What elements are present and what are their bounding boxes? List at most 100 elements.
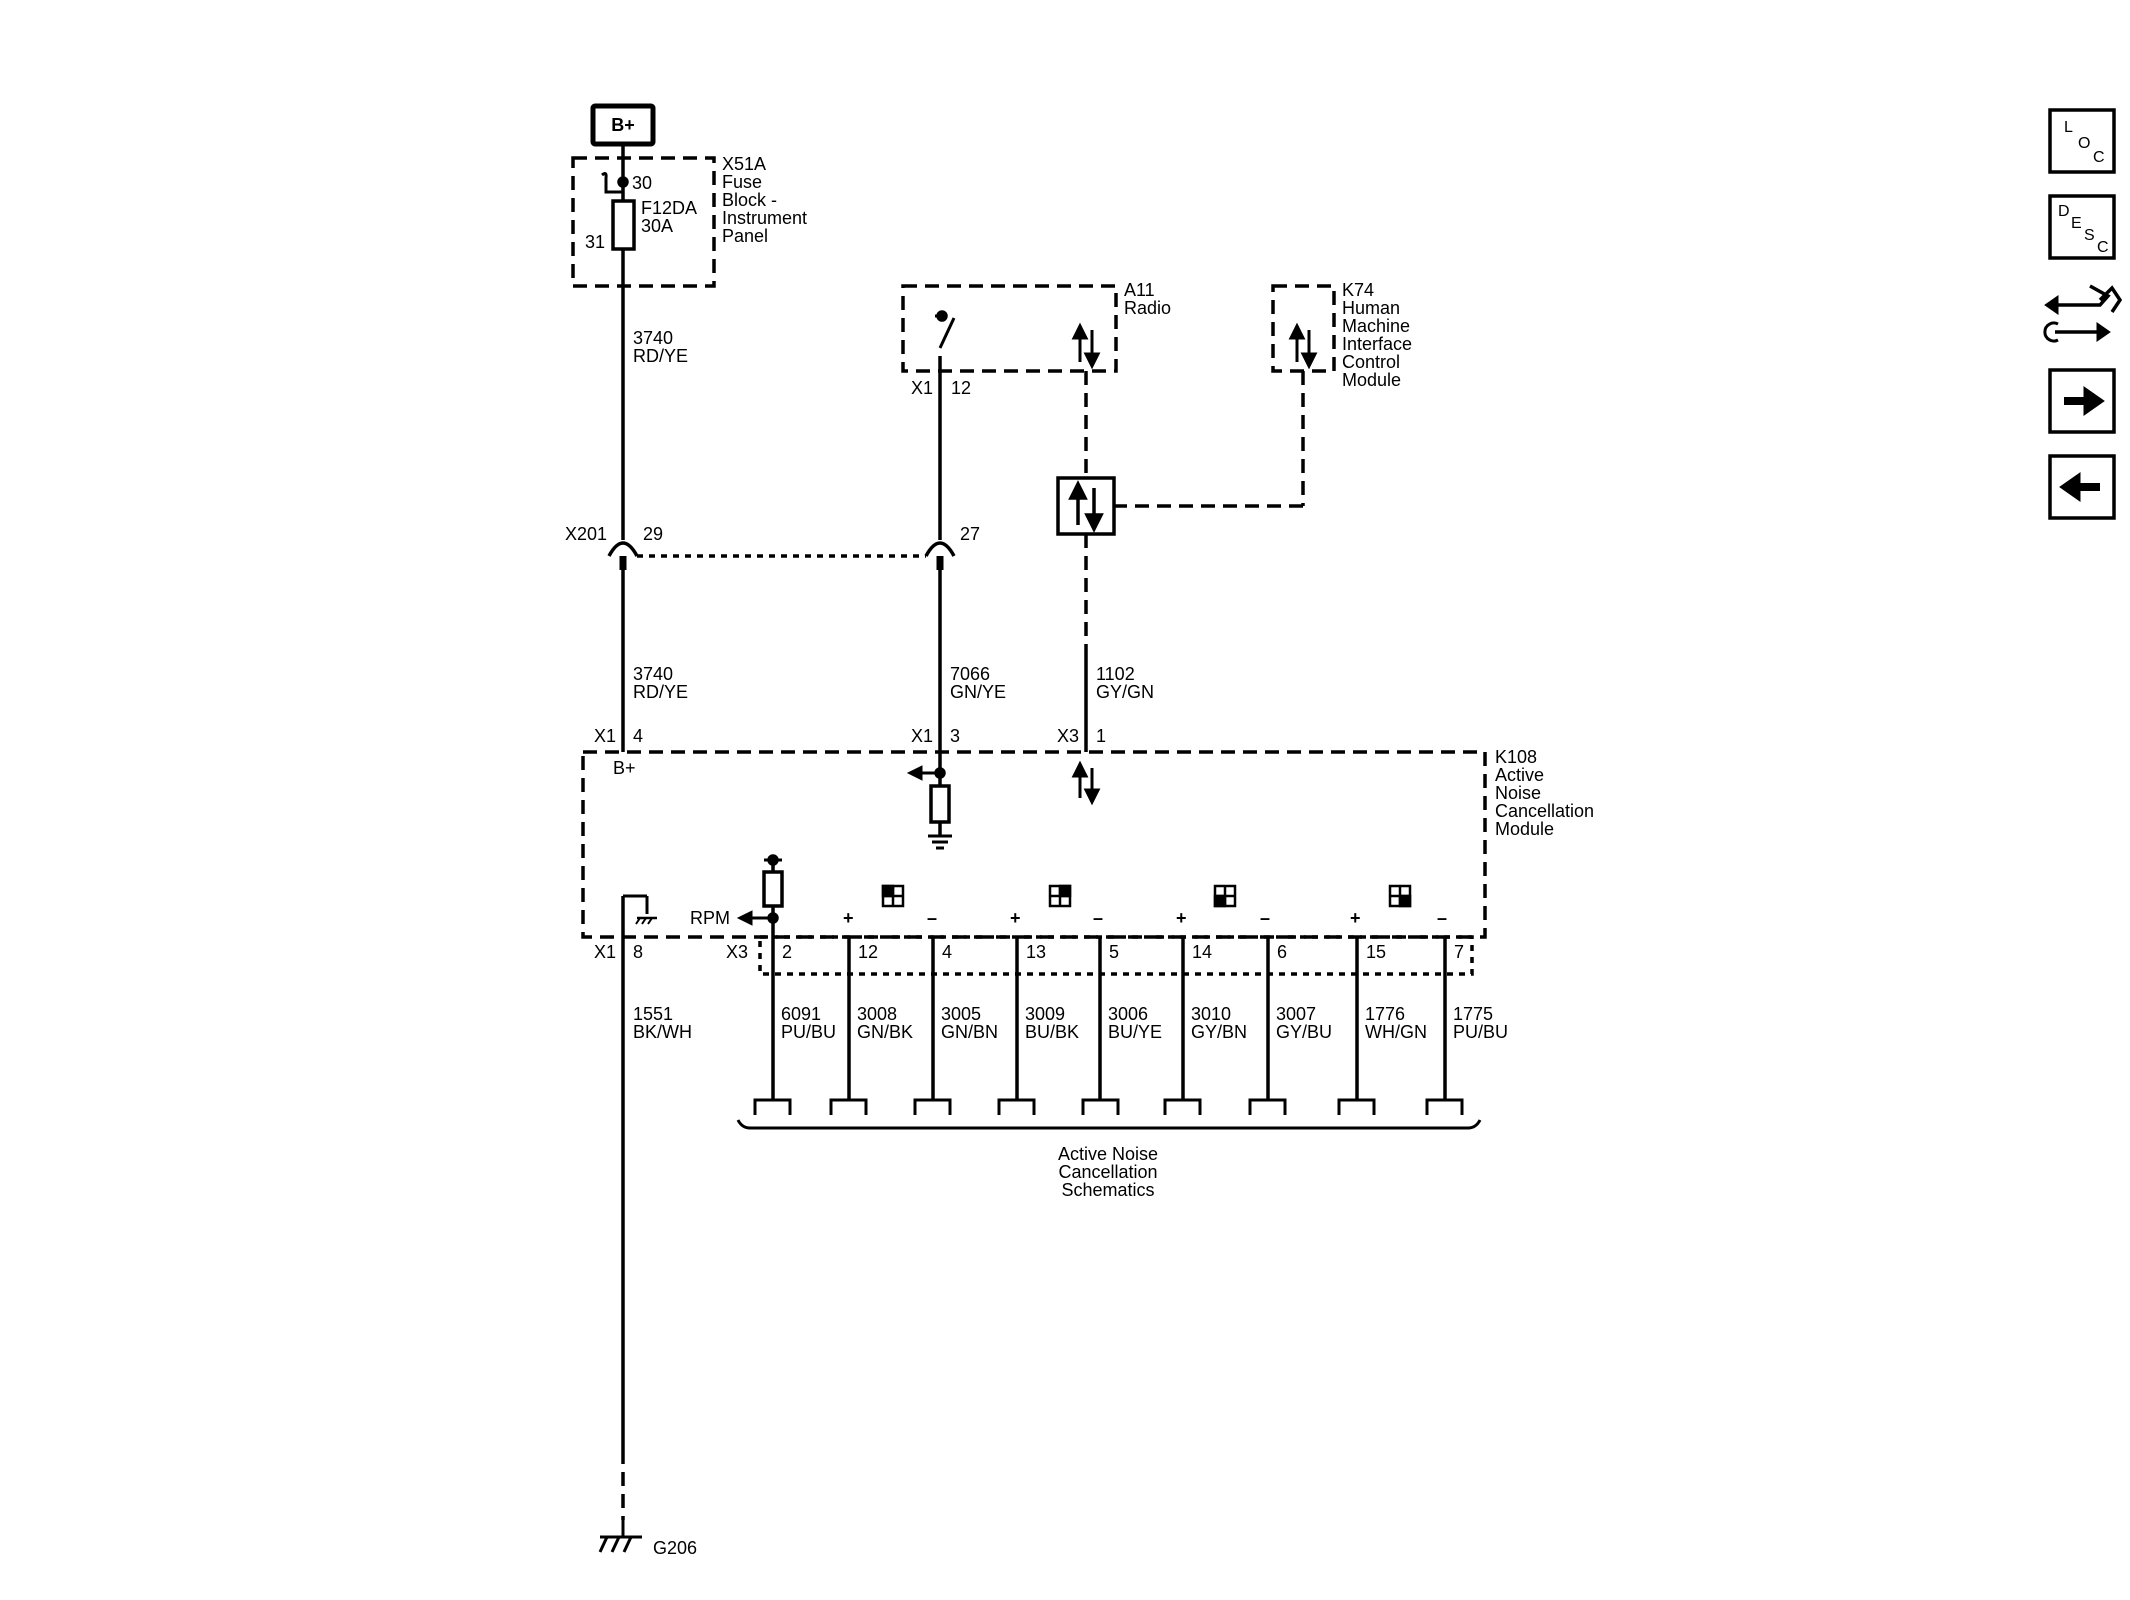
radio-signal-circuit: 7066 xyxy=(950,664,990,684)
x201-label: X201 xyxy=(565,524,607,544)
arrow-left-icon xyxy=(2059,472,2100,502)
radio-name: Radio xyxy=(1124,298,1171,318)
battery-label: B+ xyxy=(611,115,635,135)
schematics-label-2[interactable]: Cancellation xyxy=(1058,1162,1157,1182)
ground-wire-color: BK/WH xyxy=(633,1022,692,1042)
schematics-label-1[interactable]: Active Noise xyxy=(1058,1144,1158,1164)
radio-module-outline xyxy=(901,284,1118,373)
output-color: PU/BU xyxy=(1453,1022,1508,1042)
module-data-arrows xyxy=(1071,760,1101,806)
output-circuit: 1776 xyxy=(1365,1004,1405,1024)
hmi-id: K74 xyxy=(1342,280,1374,300)
harness-connector-icon[interactable] xyxy=(2043,284,2123,343)
desc-letter: S xyxy=(2084,227,2095,244)
terminal-symbols xyxy=(753,1098,1464,1115)
output-color: BU/YE xyxy=(1108,1022,1162,1042)
lower-power-circuit: 3740 xyxy=(633,664,673,684)
output-color: GY/BN xyxy=(1191,1022,1247,1042)
radio-id: A11 xyxy=(1124,280,1155,300)
output-color: GN/BN xyxy=(941,1022,998,1042)
output-circuit: 3007 xyxy=(1276,1004,1316,1024)
data-line-color: GY/GN xyxy=(1096,682,1154,702)
loc-letter: O xyxy=(2078,135,2090,152)
output-color: PU/BU xyxy=(781,1022,836,1042)
power-pin: 4 xyxy=(633,726,643,746)
fuse-pin-in: 30 xyxy=(632,173,652,193)
desc-letter: E xyxy=(2071,215,2082,232)
ground-g206-symbol xyxy=(598,1520,642,1553)
module-id: K108 xyxy=(1495,747,1537,767)
data-line-circuit: 1102 xyxy=(1096,664,1135,684)
output-circuit: 3005 xyxy=(941,1004,981,1024)
radio-input-pin: 3 xyxy=(950,726,960,746)
fuse-block-outline xyxy=(571,156,716,288)
output-pin: 14 xyxy=(1192,942,1212,962)
channel-symbols xyxy=(881,884,1412,908)
desc-button[interactable] xyxy=(2048,194,2116,260)
ch4-plus: + xyxy=(1350,908,1361,928)
loc-button[interactable] xyxy=(2048,108,2116,174)
module-name-2: Noise xyxy=(1495,783,1541,803)
fuse-id: F12DA xyxy=(641,198,697,218)
radio-signal-color: GN/YE xyxy=(950,682,1006,702)
module-name-4: Module xyxy=(1495,819,1554,839)
upper-power-circuit: 3740 xyxy=(633,328,673,348)
output-color: GN/BK xyxy=(857,1022,913,1042)
arrow-right-icon xyxy=(2064,386,2105,416)
fuse-block-id: X51A xyxy=(722,154,766,174)
speaker-output-wires xyxy=(771,937,1447,1100)
output-circuit: 1775 xyxy=(1453,1004,1493,1024)
module-name-1: Active xyxy=(1495,765,1544,785)
hmi-name-1: Human xyxy=(1342,298,1400,318)
x201-pin-27: 27 xyxy=(960,524,980,544)
fuse-block-name-3: Instrument xyxy=(722,208,807,228)
hmi-name-4: Control xyxy=(1342,352,1400,372)
output-circuit: 3009 xyxy=(1025,1004,1065,1024)
x201-connector xyxy=(607,541,956,570)
hmi-name-3: Interface xyxy=(1342,334,1412,354)
ch1-plus: + xyxy=(843,908,854,928)
output-pin: 5 xyxy=(1109,942,1119,962)
next-button[interactable] xyxy=(2048,368,2116,434)
ch3-plus: + xyxy=(1176,908,1187,928)
ch3-minus: – xyxy=(1260,908,1270,928)
ground-wire-circuit: 1551 xyxy=(633,1004,673,1024)
hmi-name-2: Machine xyxy=(1342,316,1410,336)
output-connector: X3 xyxy=(726,942,748,962)
loc-letter: C xyxy=(2093,149,2105,166)
fuse-block-name-1: Fuse xyxy=(722,172,762,192)
lower-power-color: RD/YE xyxy=(633,682,688,702)
fuse-f12da xyxy=(611,199,636,251)
output-pin: 13 xyxy=(1026,942,1046,962)
loc-letter: L xyxy=(2064,119,2073,136)
prev-button[interactable] xyxy=(2048,454,2116,520)
radio-pin-connector: X1 xyxy=(911,726,933,746)
ground-pin: 8 xyxy=(633,942,643,962)
output-circuit: 3006 xyxy=(1108,1004,1148,1024)
radio-connector: X1 xyxy=(911,378,933,398)
output-pin: 4 xyxy=(942,942,952,962)
ground-point-label: G206 xyxy=(653,1538,697,1558)
output-circuit: 3008 xyxy=(857,1004,897,1024)
schematics-label-3[interactable]: Schematics xyxy=(1061,1180,1154,1200)
hmi-data-arrows xyxy=(1288,322,1318,370)
data-splice-symbol xyxy=(1056,476,1116,536)
ch2-minus: – xyxy=(1093,908,1103,928)
hmi-name-5: Module xyxy=(1342,370,1401,390)
module-name-3: Cancellation xyxy=(1495,801,1594,821)
output-circuit: 3010 xyxy=(1191,1004,1231,1024)
output-pin: 15 xyxy=(1366,942,1386,962)
data-pin-connector: X3 xyxy=(1057,726,1079,746)
schematics-bracket xyxy=(736,1119,1482,1130)
upper-power-color: RD/YE xyxy=(633,346,688,366)
output-color: BU/BK xyxy=(1025,1022,1079,1042)
fuse-rating: 30A xyxy=(641,216,673,236)
radio-data-arrows xyxy=(1071,322,1101,370)
fuse-pin-out: 31 xyxy=(585,232,605,252)
ch4-minus: – xyxy=(1437,908,1447,928)
power-pin-connector: X1 xyxy=(594,726,616,746)
output-color: WH/GN xyxy=(1365,1022,1427,1042)
output-pin: 6 xyxy=(1277,942,1287,962)
module-power-label: B+ xyxy=(613,758,636,778)
